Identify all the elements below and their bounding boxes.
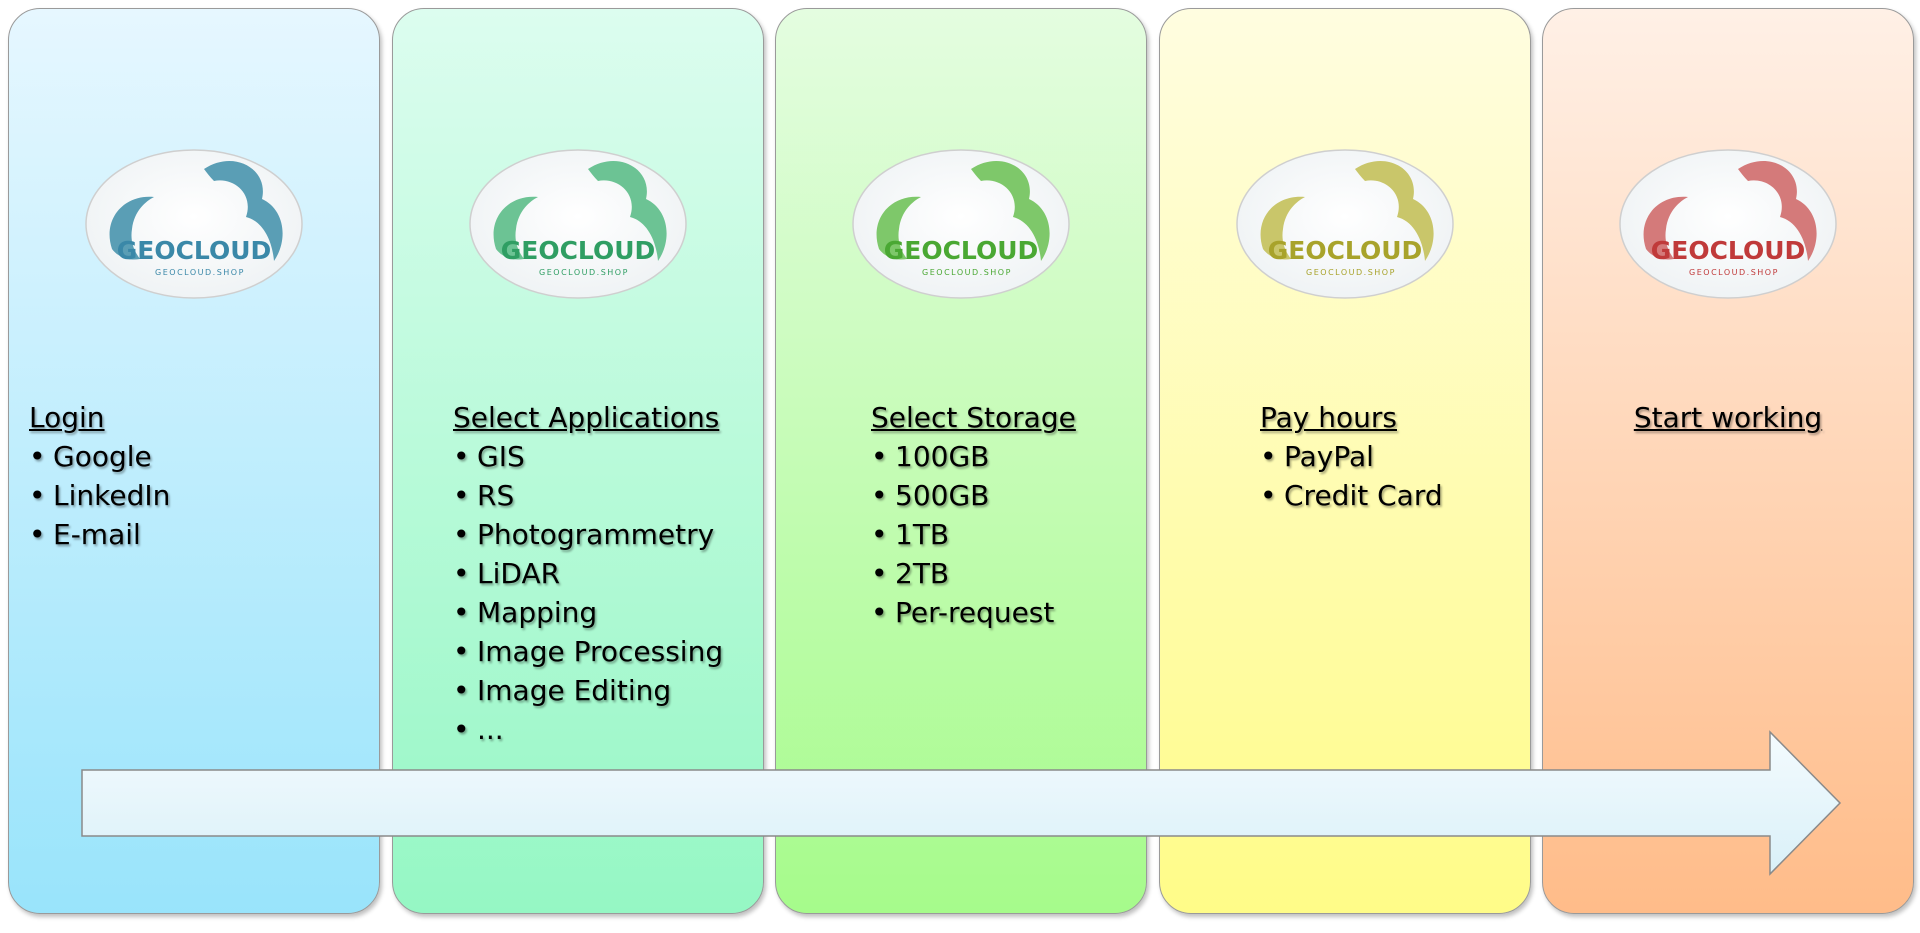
list-item-label: E-mail: [53, 518, 141, 551]
list-item-label: PayPal: [1284, 440, 1374, 473]
list-item: •LiDAR: [453, 554, 723, 593]
list-item-label: ...: [477, 713, 504, 746]
bullet-icon: •: [1260, 479, 1277, 512]
list-item: •Google: [29, 437, 170, 476]
step-title: Select Applications: [453, 401, 720, 434]
step-panel-1: GEOCLOUD GEOCLOUD.SHOP Login•Google•Link…: [8, 8, 380, 914]
list-item: •Credit Card: [1260, 476, 1443, 515]
logo-domain: GEOCLOUD.SHOP: [155, 268, 245, 277]
list-item-label: Credit Card: [1284, 479, 1443, 512]
logo-name: GEOCLOUD: [501, 236, 656, 265]
geocloud-logo: GEOCLOUD GEOCLOUD.SHOP: [468, 139, 688, 299]
step-content: Login•Google•LinkedIn•E-mail: [29, 399, 170, 554]
logo-name: GEOCLOUD: [884, 236, 1039, 265]
bullet-icon: •: [453, 674, 470, 707]
logo-domain: GEOCLOUD.SHOP: [539, 268, 629, 277]
step-options-list: •100GB•500GB•1TB•2TB•Per-request: [871, 437, 1076, 632]
list-item: •RS: [453, 476, 723, 515]
step-options-list: •Google•LinkedIn•E-mail: [29, 437, 170, 554]
bullet-icon: •: [1260, 440, 1277, 473]
bullet-icon: •: [453, 596, 470, 629]
list-item-label: Image Editing: [477, 674, 672, 707]
geocloud-logo: GEOCLOUD GEOCLOUD.SHOP: [1235, 139, 1455, 299]
step-content: Select Storage•100GB•500GB•1TB•2TB•Per-r…: [871, 399, 1076, 632]
bullet-icon: •: [871, 518, 888, 551]
list-item-label: Photogrammetry: [477, 518, 715, 551]
list-item-label: Mapping: [477, 596, 598, 629]
list-item: •Image Editing: [453, 671, 723, 710]
step-title: Start working: [1633, 401, 1823, 434]
list-item: •GIS: [453, 437, 723, 476]
list-item-label: 100GB: [895, 440, 990, 473]
step-panel-2: GEOCLOUD GEOCLOUD.SHOP Select Applicatio…: [392, 8, 764, 914]
logo-name: GEOCLOUD: [1268, 236, 1423, 265]
step-options-list: •GIS•RS•Photogrammetry•LiDAR•Mapping•Ima…: [453, 437, 723, 749]
step-options-list: •PayPal•Credit Card: [1260, 437, 1443, 515]
list-item-label: Per-request: [895, 596, 1055, 629]
bullet-icon: •: [453, 557, 470, 590]
list-item: •2TB: [871, 554, 1076, 593]
list-item: •E-mail: [29, 515, 170, 554]
step-content: Select Applications•GIS•RS•Photogrammetr…: [453, 399, 723, 749]
list-item: •LinkedIn: [29, 476, 170, 515]
bullet-icon: •: [871, 440, 888, 473]
step-content: Pay hours•PayPal•Credit Card: [1260, 399, 1443, 515]
bullet-icon: •: [29, 518, 46, 551]
list-item-label: Image Processing: [477, 635, 724, 668]
step-panel-4: GEOCLOUD GEOCLOUD.SHOP Pay hours•PayPal•…: [1159, 8, 1531, 914]
list-item: •Per-request: [871, 593, 1076, 632]
geocloud-logo: GEOCLOUD GEOCLOUD.SHOP: [1618, 139, 1838, 299]
geocloud-logo: GEOCLOUD GEOCLOUD.SHOP: [84, 139, 304, 299]
step-panel-3: GEOCLOUD GEOCLOUD.SHOP Select Storage•10…: [775, 8, 1147, 914]
list-item-label: Google: [53, 440, 152, 473]
list-item-label: 2TB: [895, 557, 950, 590]
bullet-icon: •: [871, 557, 888, 590]
list-item: •500GB: [871, 476, 1076, 515]
bullet-icon: •: [29, 479, 46, 512]
list-item: •Mapping: [453, 593, 723, 632]
bullet-icon: •: [453, 713, 470, 746]
flow-arrow: [80, 730, 1842, 876]
list-item-label: 1TB: [895, 518, 950, 551]
list-item-label: GIS: [477, 440, 525, 473]
list-item-label: LinkedIn: [53, 479, 171, 512]
logo-name: GEOCLOUD: [117, 236, 272, 265]
list-item: •PayPal: [1260, 437, 1443, 476]
list-item-label: LiDAR: [477, 557, 561, 590]
step-title: Pay hours: [1260, 401, 1397, 434]
step-content: Start working: [1543, 399, 1913, 437]
logo-domain: GEOCLOUD.SHOP: [922, 268, 1012, 277]
logo-domain: GEOCLOUD.SHOP: [1306, 268, 1396, 277]
bullet-icon: •: [29, 440, 46, 473]
list-item-label: 500GB: [895, 479, 990, 512]
geocloud-logo: GEOCLOUD GEOCLOUD.SHOP: [851, 139, 1071, 299]
bullet-icon: •: [453, 635, 470, 668]
step-panel-5: GEOCLOUD GEOCLOUD.SHOP Start working: [1542, 8, 1914, 914]
list-item-label: RS: [477, 479, 515, 512]
list-item: •...: [453, 710, 723, 749]
bullet-icon: •: [453, 518, 470, 551]
list-item: •Image Processing: [453, 632, 723, 671]
logo-domain: GEOCLOUD.SHOP: [1689, 268, 1779, 277]
list-item: •100GB: [871, 437, 1076, 476]
list-item: •Photogrammetry: [453, 515, 723, 554]
step-title: Login: [29, 401, 105, 434]
bullet-icon: •: [453, 440, 470, 473]
step-title: Select Storage: [871, 401, 1076, 434]
logo-name: GEOCLOUD: [1651, 236, 1806, 265]
bullet-icon: •: [871, 479, 888, 512]
list-item: •1TB: [871, 515, 1076, 554]
bullet-icon: •: [871, 596, 888, 629]
bullet-icon: •: [453, 479, 470, 512]
